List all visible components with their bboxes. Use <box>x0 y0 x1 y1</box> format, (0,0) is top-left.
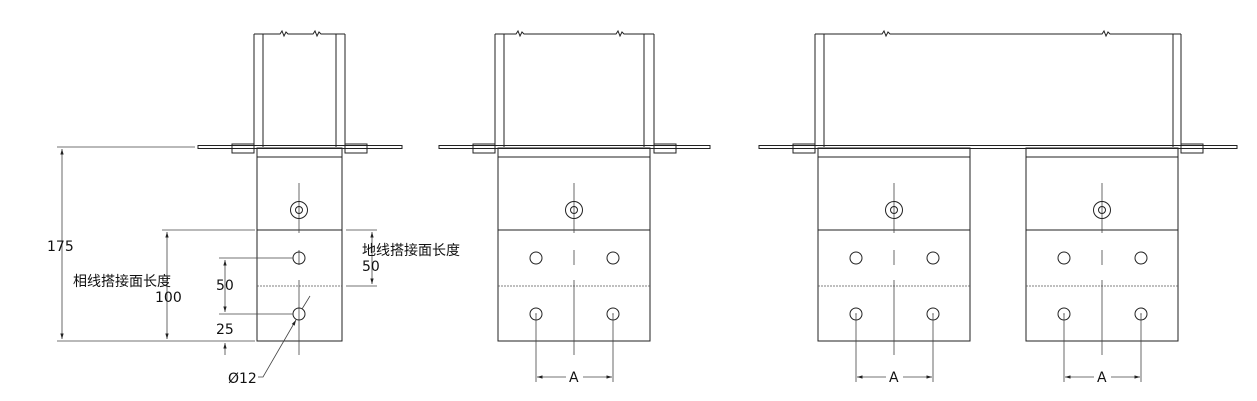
bolt-hole <box>926 251 940 265</box>
busbar-body <box>256 147 343 342</box>
bolt-hole <box>1134 251 1148 265</box>
gasket-plate <box>792 143 816 154</box>
spacing-label-a: A <box>569 370 579 386</box>
hole-diameter-label: Ø12 <box>228 371 257 387</box>
break-line <box>504 29 654 38</box>
flange-plate <box>758 145 1238 149</box>
phase-length-label: 相线搭接面长度 <box>73 273 171 290</box>
enclosure-duct <box>758 29 1238 154</box>
gasket-plate <box>344 143 368 154</box>
dimension-175: 175 <box>47 146 255 342</box>
ground-bolt-washer-icon <box>1093 201 1111 219</box>
gasket-plate <box>653 143 677 154</box>
dimension-phase-length: 相线搭接面长度 100 <box>73 229 255 339</box>
spacing-label-a: A <box>889 370 899 386</box>
dimension-175-label: 175 <box>47 239 74 255</box>
ground-bolt-icon <box>295 206 303 214</box>
dimension-ground-length: 地线搭接面长度 50 <box>346 229 460 287</box>
ground-bolt-washer-icon <box>290 201 308 219</box>
dimension-a <box>1063 314 1142 382</box>
busbar-terminal <box>817 147 971 355</box>
gasket-plate <box>1180 143 1204 154</box>
bolt-hole <box>606 251 620 265</box>
enclosure-duct <box>438 29 711 154</box>
ground-bolt-icon <box>890 206 898 214</box>
enclosure-duct <box>197 29 403 154</box>
dimension-hole-pitch: 50 25 <box>216 257 293 355</box>
bolt-hole <box>1057 251 1071 265</box>
ground-bolt-washer-icon <box>885 201 903 219</box>
gasket-plate <box>231 143 255 154</box>
ground-bolt-icon <box>1098 206 1106 214</box>
busbar-terminal <box>1025 147 1179 355</box>
dimension-a <box>535 314 614 382</box>
dimension-a <box>855 314 934 382</box>
ground-length-label: 地线搭接面长度 <box>362 242 460 259</box>
break-line <box>263 29 345 38</box>
ground-length-value: 50 <box>362 259 380 275</box>
bolt-hole <box>529 251 543 265</box>
ground-bolt-washer-icon <box>565 201 583 219</box>
hole-pitch-label: 50 <box>216 278 234 294</box>
bolt-hole <box>849 251 863 265</box>
dimension-hole-diameter: Ø12 <box>228 295 311 387</box>
edge-distance-label: 25 <box>216 322 234 338</box>
ground-bolt-icon <box>570 206 578 214</box>
gasket-plate <box>472 143 496 154</box>
busbar-terminal <box>256 147 343 355</box>
break-line <box>824 29 1181 38</box>
busbar-terminal <box>497 147 651 355</box>
phase-length-value: 100 <box>155 290 182 306</box>
spacing-label-a: A <box>1097 370 1107 386</box>
